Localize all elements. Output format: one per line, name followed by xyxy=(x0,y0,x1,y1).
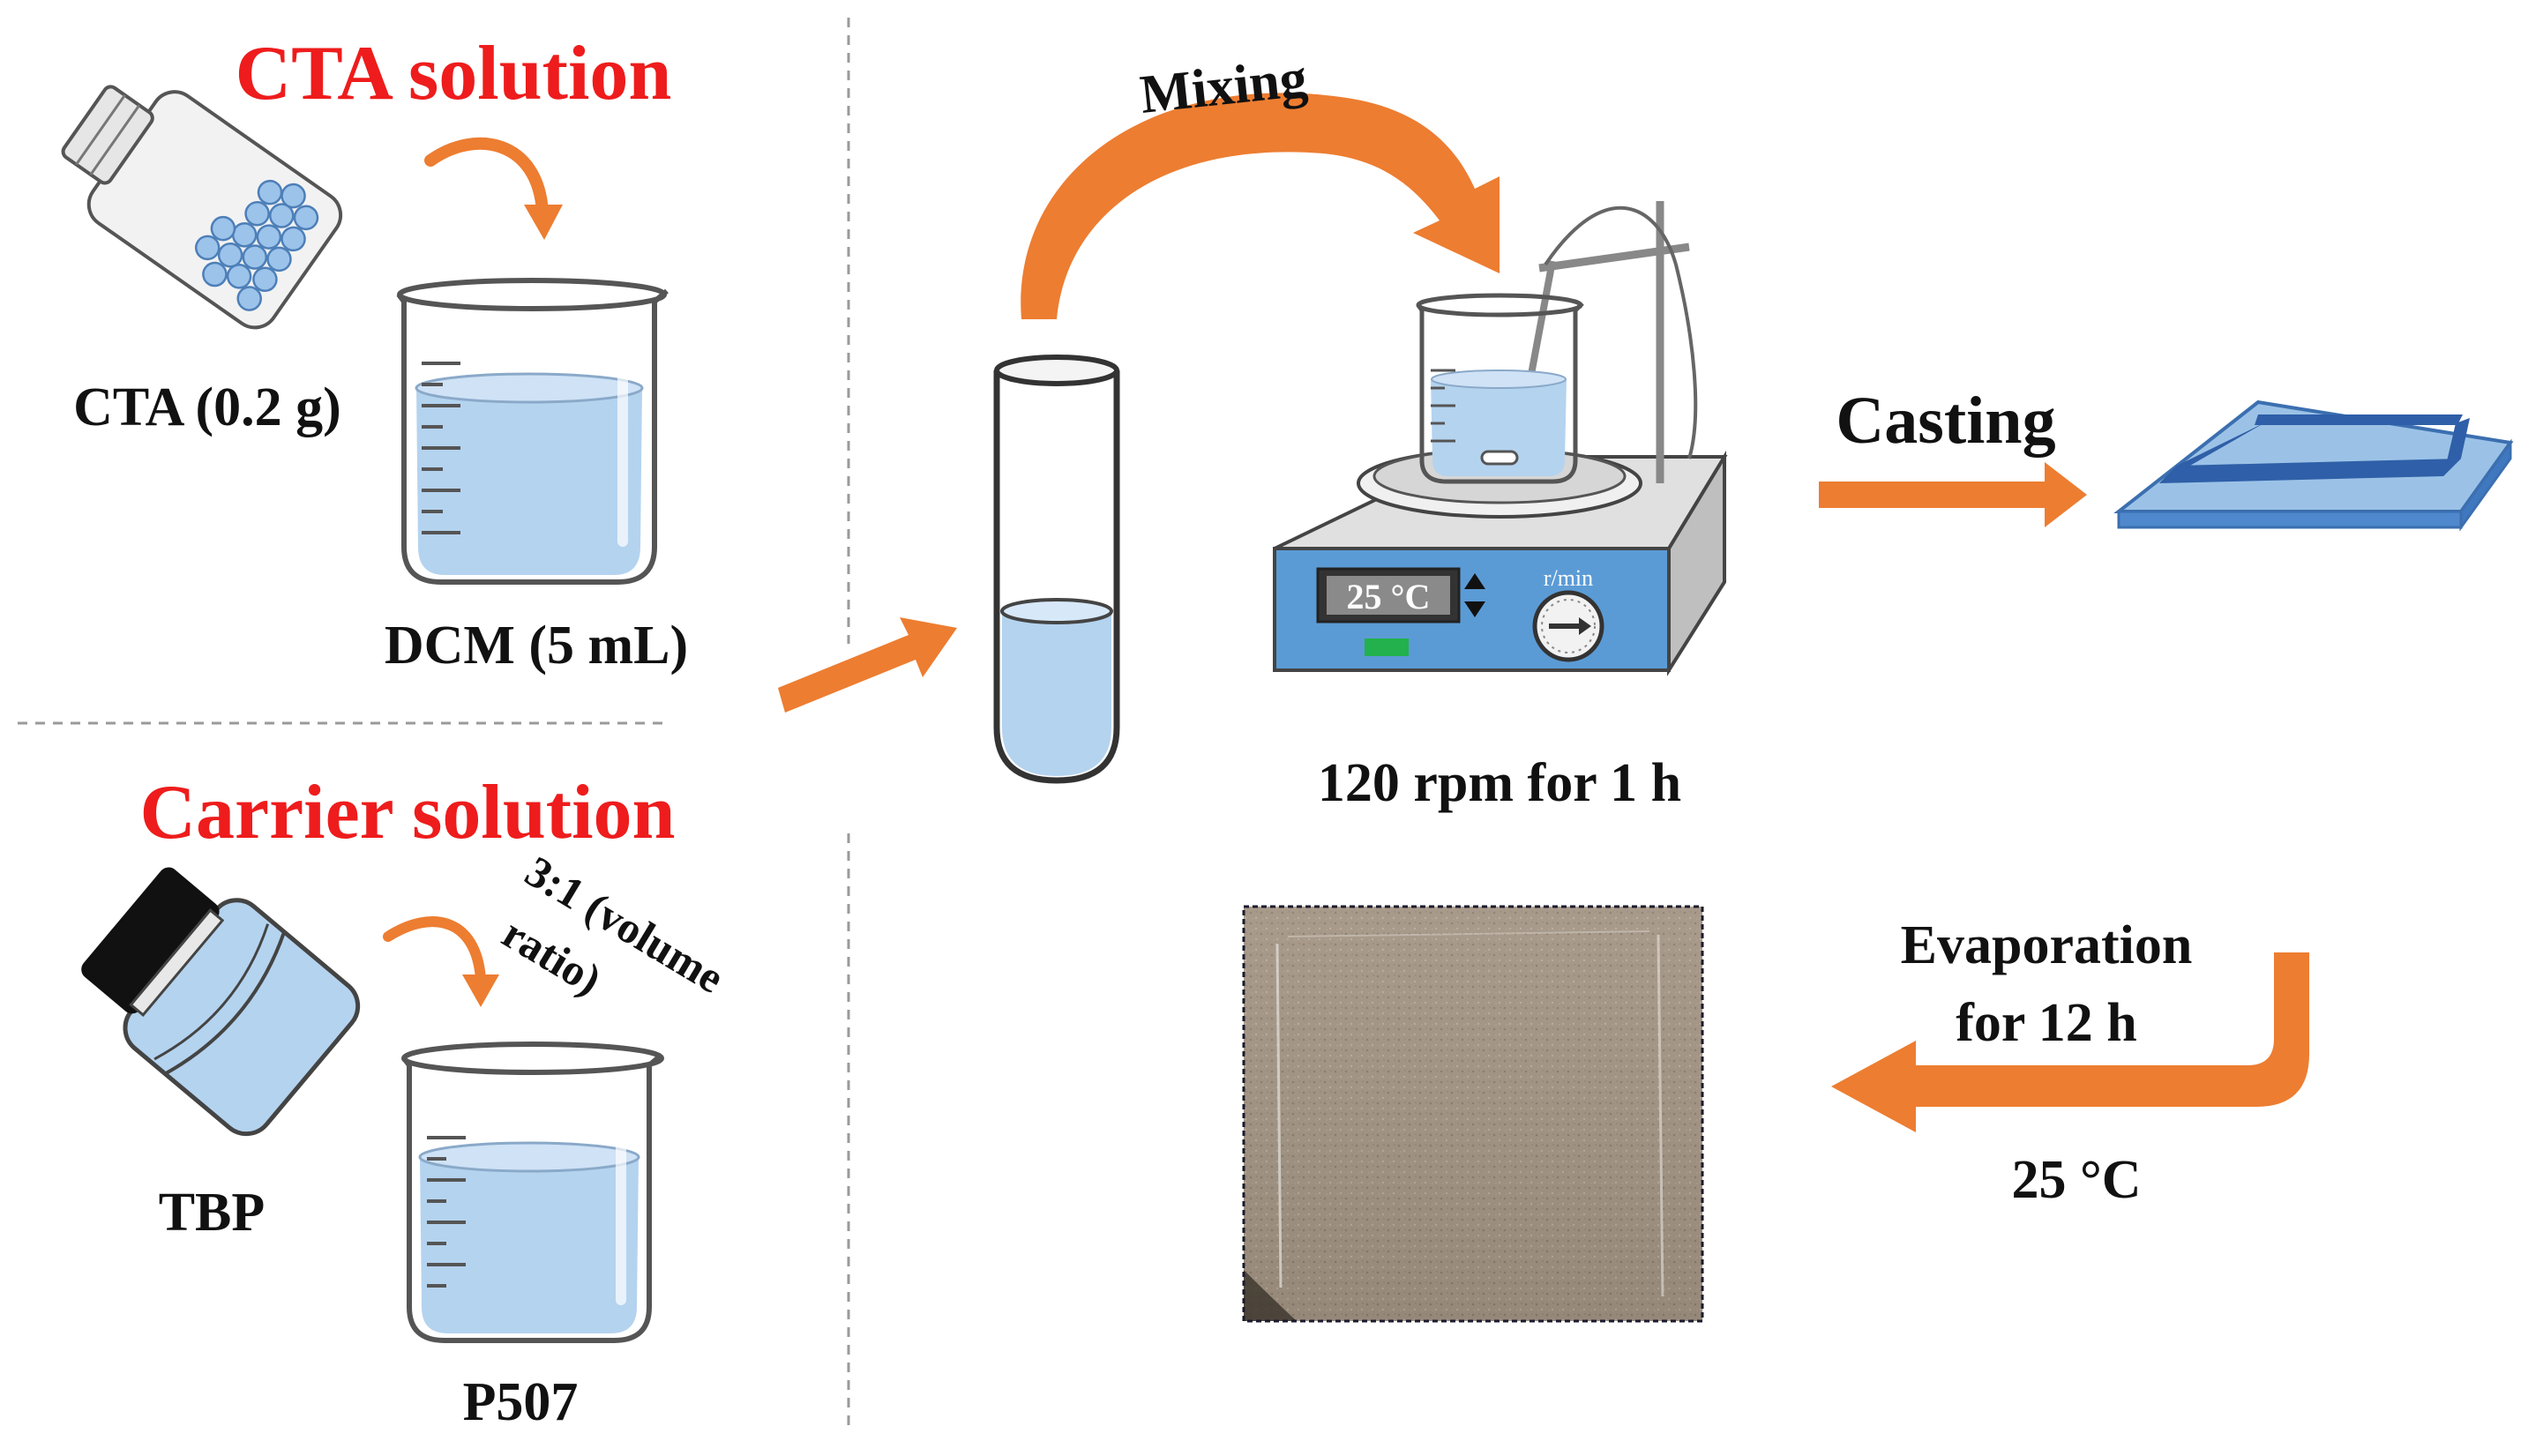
cta-amount-label: CTA (0.2 g) xyxy=(73,377,341,437)
section-dividers xyxy=(18,18,850,1433)
stirrer-speed-unit: r/min xyxy=(1544,565,1593,591)
casting-arrow xyxy=(1819,462,2087,527)
carrier-solution-title: Carrier solution xyxy=(140,770,676,855)
test-tube-icon xyxy=(993,355,1120,784)
evaporation-arrow xyxy=(1831,952,2309,1132)
mixing-arrow xyxy=(1021,93,1500,319)
p507-label: P507 xyxy=(463,1372,579,1432)
cta-solution-title: CTA solution xyxy=(236,31,672,116)
dcm-beaker xyxy=(396,278,669,585)
casting-label: Casting xyxy=(1836,384,2055,458)
evaporation-label-line1: Evaporation xyxy=(1901,915,2193,975)
stirring-condition-label: 120 rpm for 1 h xyxy=(1318,753,1681,813)
combine-arrow xyxy=(778,617,957,713)
beaker-icon xyxy=(401,1042,664,1343)
evaporation-label-line2: for 12 h xyxy=(1956,993,2137,1053)
glass-mold-icon xyxy=(2113,399,2514,532)
cta-pour-arrow xyxy=(424,137,563,240)
dcm-volume-label: DCM (5 mL) xyxy=(385,616,688,676)
evaporation-temp-label: 25 °C xyxy=(2011,1150,2141,1210)
tbp-pour-arrow xyxy=(383,916,499,1007)
membrane-photo xyxy=(1242,905,1704,1323)
stirrer-display-temp: 25 °C xyxy=(1347,577,1431,616)
magnetic-stirrer-icon xyxy=(1273,201,1728,676)
tbp-label: TBP xyxy=(159,1183,266,1243)
bottle-with-beads-icon xyxy=(61,85,343,330)
beaker-icon xyxy=(396,278,669,585)
tilted-bottle-icon xyxy=(81,867,361,1137)
p507-beaker xyxy=(401,1042,664,1343)
